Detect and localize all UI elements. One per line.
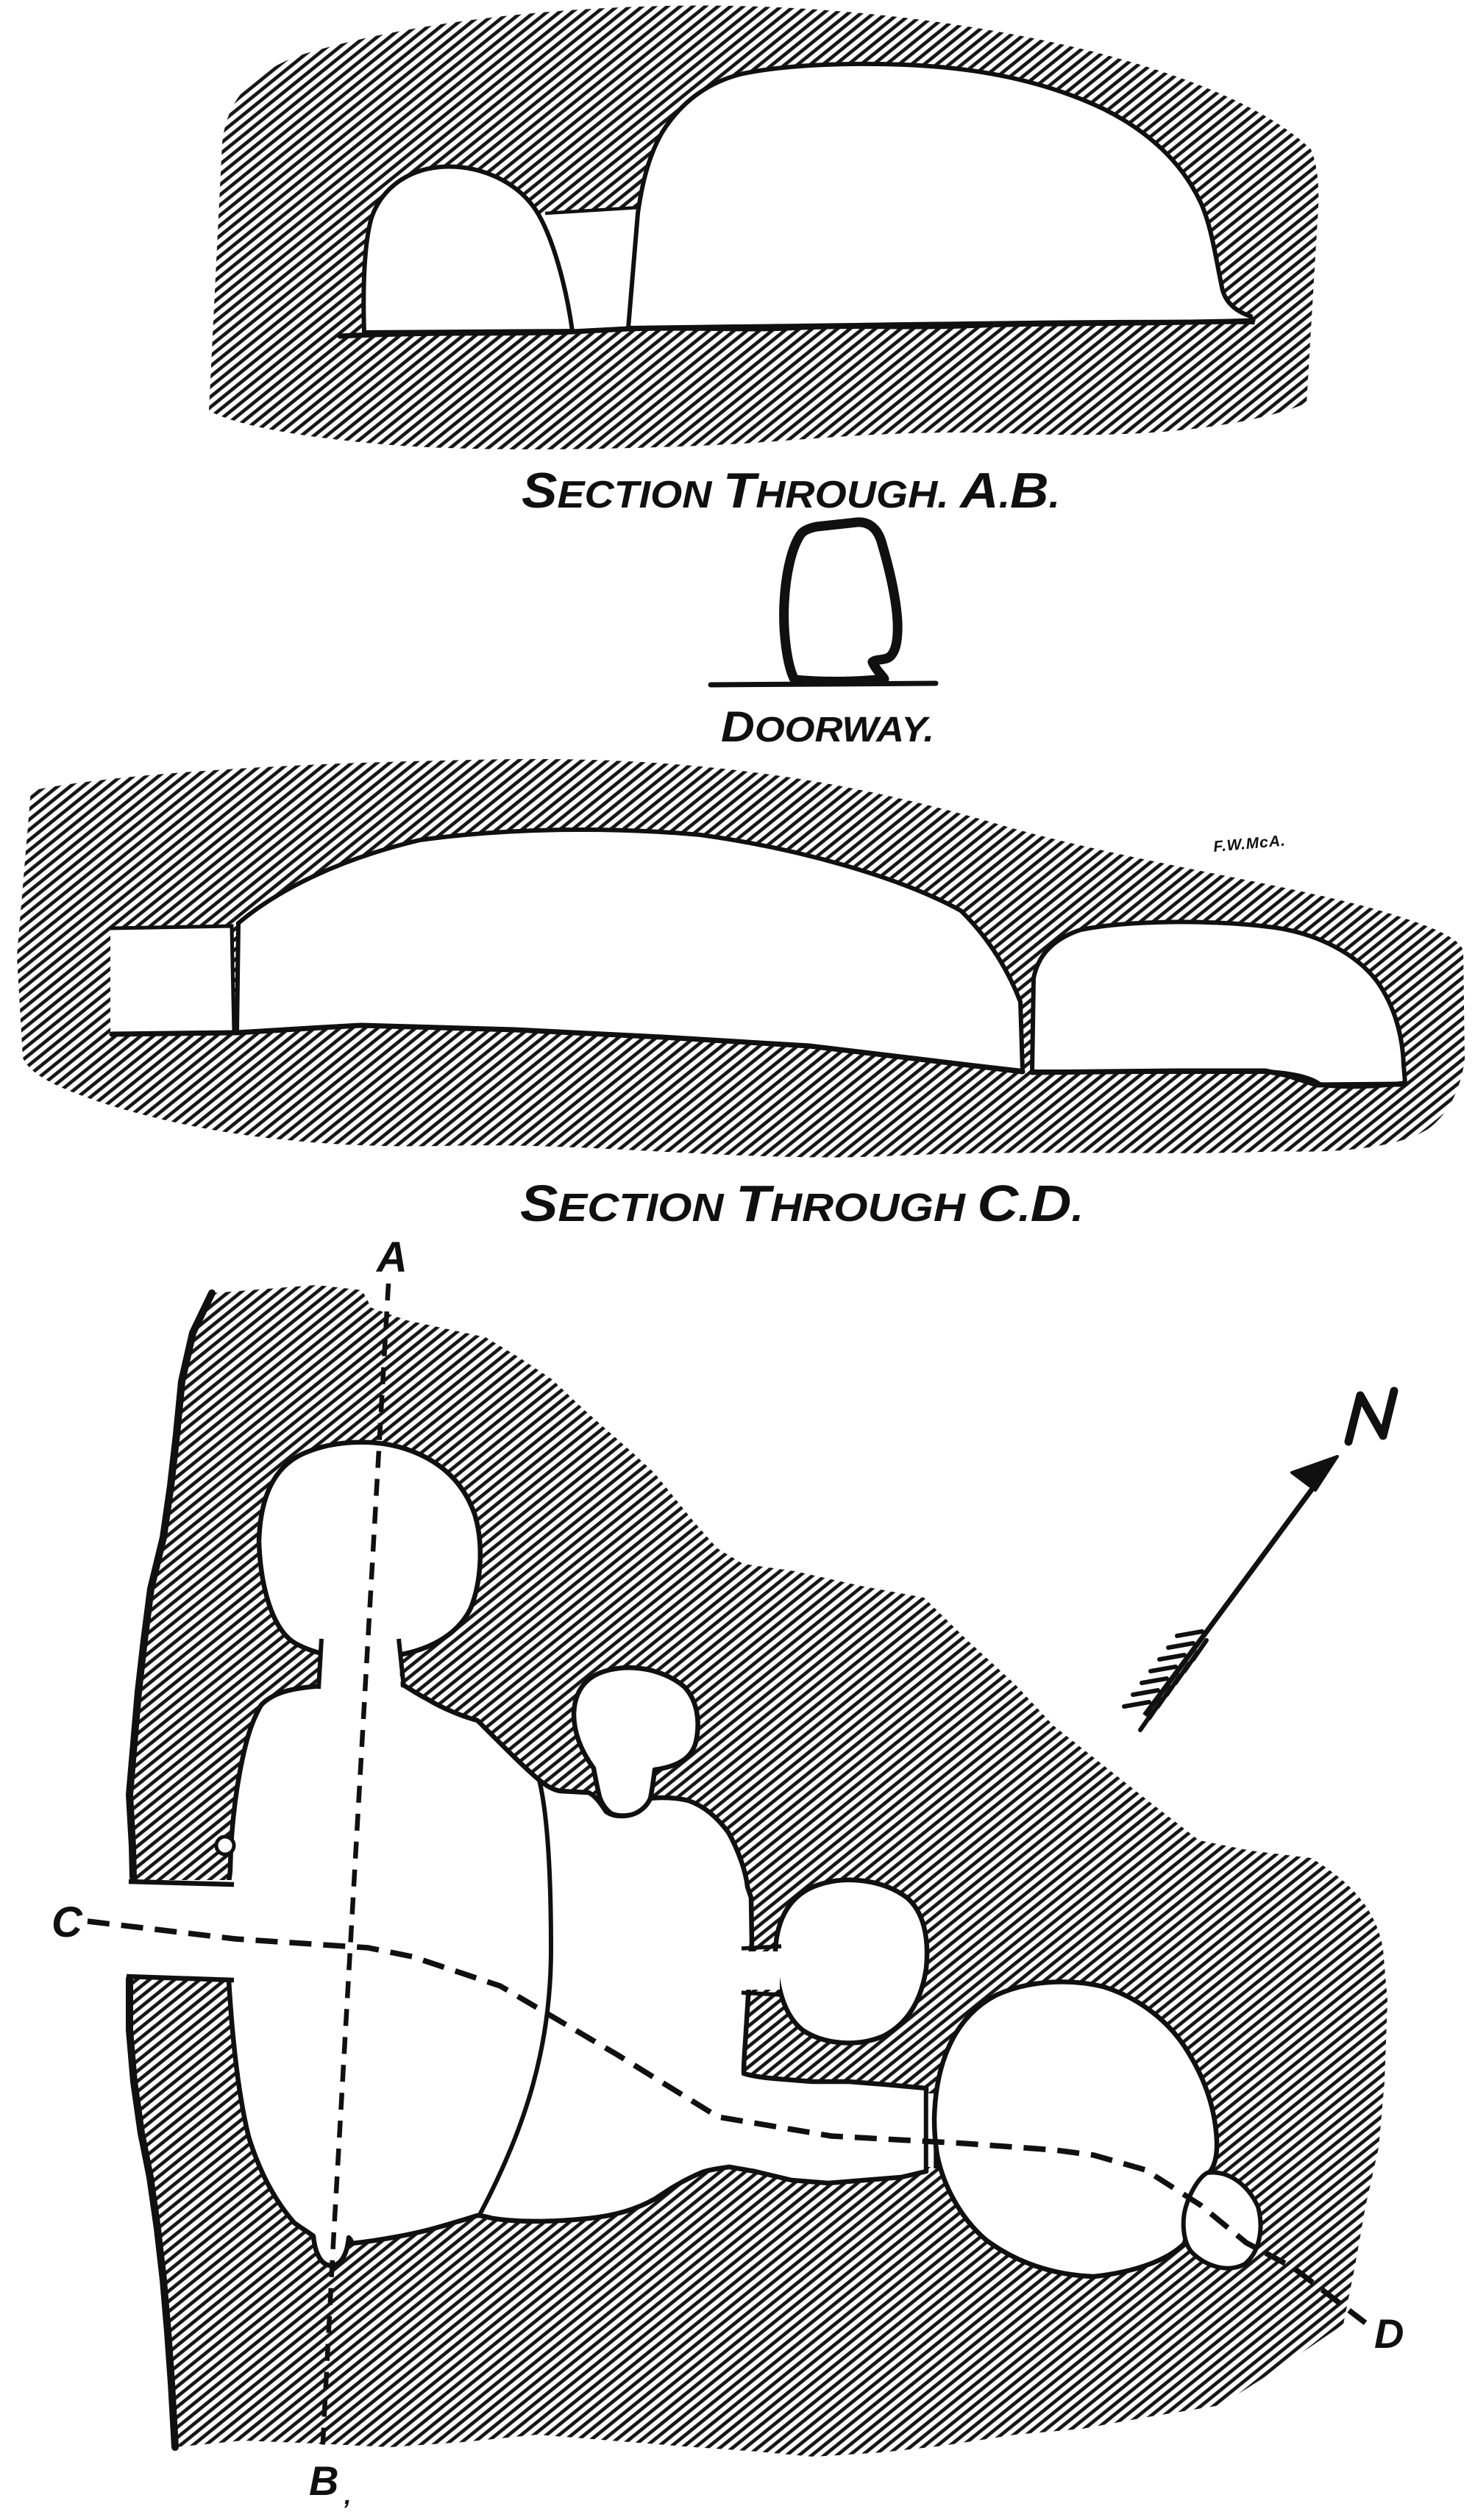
svg-text:B: B: [309, 2457, 338, 2504]
svg-text:DOORWAY.: DOORWAY.: [721, 703, 934, 751]
svg-text:SECTION THROUGH. A.B.: SECTION THROUGH. A.B.: [522, 463, 1060, 519]
svg-text:SECTION THROUGH C.D.: SECTION THROUGH C.D.: [520, 1175, 1084, 1232]
svg-text:,: ,: [344, 2482, 351, 2510]
svg-text:A: A: [375, 1234, 408, 1281]
svg-text:D: D: [1374, 2310, 1404, 2357]
svg-text:C: C: [51, 1898, 83, 1946]
svg-text:F.W.McA.: F.W.McA.: [1212, 832, 1286, 855]
